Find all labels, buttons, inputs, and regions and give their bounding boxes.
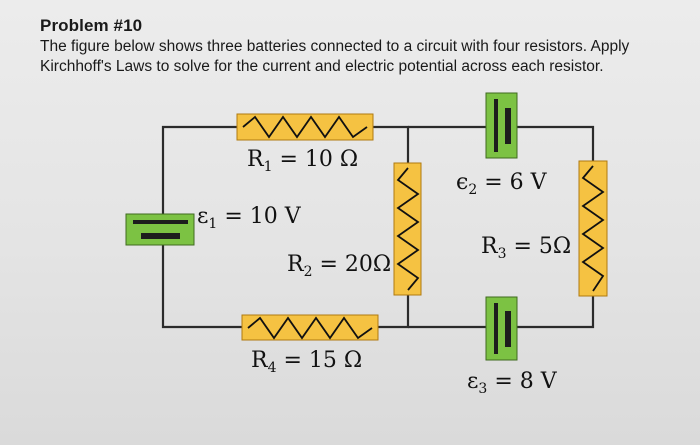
label-r3: R3 = 5Ω	[481, 234, 571, 262]
resistor-r1	[236, 113, 374, 141]
resistor-r2	[393, 162, 422, 296]
circuit-wires	[161, 125, 595, 329]
battery-e2	[485, 92, 518, 159]
label-r4: R4 = 15 Ω	[251, 348, 362, 376]
label-r2: R2 = 20Ω	[287, 252, 391, 280]
battery-e3	[485, 296, 518, 361]
battery-e1	[125, 213, 195, 246]
label-e3: ε3 = 8 V	[467, 369, 558, 397]
problem-title: Problem #10	[40, 16, 143, 35]
label-e1: ε1 = 10 V	[197, 204, 302, 232]
resistor-r4	[241, 314, 379, 341]
problem-description: The figure below shows three batteries c…	[40, 38, 630, 75]
label-e2: ϵ2 = 6 V	[456, 170, 548, 198]
label-r1: R1 = 10 Ω	[247, 147, 358, 175]
resistor-r3	[578, 160, 608, 297]
